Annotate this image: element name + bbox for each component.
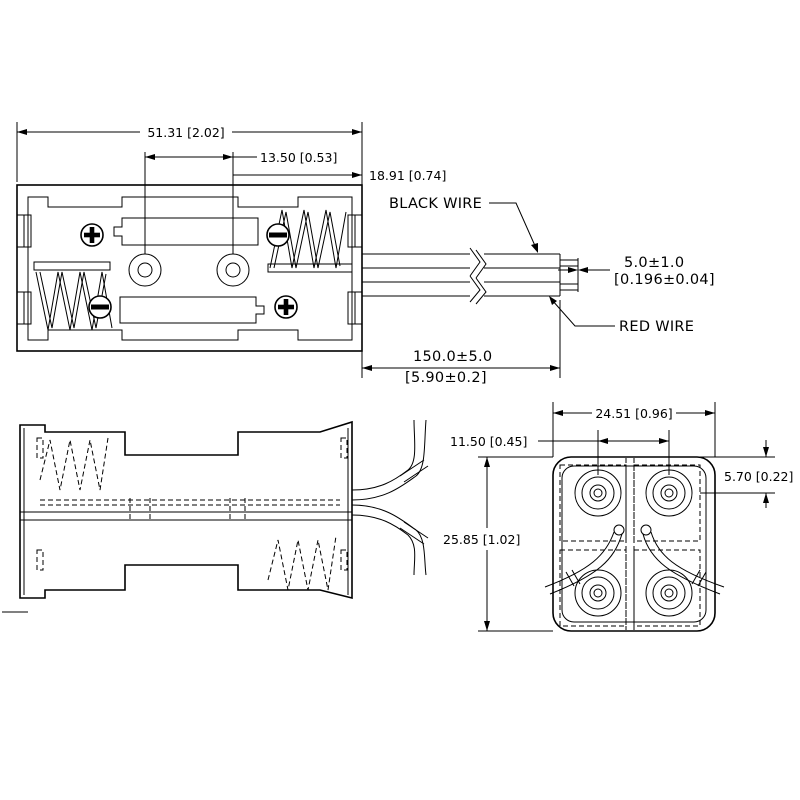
wire-length-dimension: 150.0±5.0 [5.90±0.2] — [361, 300, 561, 386]
black-wire-label: BLACK WIRE — [389, 196, 482, 212]
side-view — [2, 419, 429, 613]
spring-icon — [35, 271, 113, 331]
strip-length-inch: [0.196±0.04] — [614, 272, 715, 288]
spring-icon — [39, 437, 109, 491]
terminal-spacing-dimension: 13.50 [0.53] — [144, 150, 337, 254]
minus-terminal-icon — [266, 223, 290, 247]
side-wire-leads — [351, 419, 429, 576]
wire-length-value: 150.0±5.0 — [413, 349, 492, 365]
wire-length-inch: [5.90±0.2] — [405, 370, 487, 386]
minus-terminal-icon — [88, 295, 112, 319]
overall-height-label: 25.85 [1.02] — [443, 532, 520, 547]
terminal-spacing-label: 13.50 [0.53] — [260, 150, 337, 165]
terminal-offset-dimension: 18.91 [0.74] — [233, 163, 446, 185]
end-wire-leads — [544, 524, 725, 595]
overall-height-dimension: 25.85 [1.02] — [443, 456, 553, 632]
terminal-offset-label: 18.91 [0.74] — [369, 168, 446, 183]
overall-length-label: 51.31 [2.02] — [147, 125, 224, 140]
hole-offset-y-label: 5.70 [0.22] — [724, 469, 793, 484]
hole-offset-x-label: 11.50 [0.45] — [450, 434, 527, 449]
top-view: 51.31 [2.02] 13.50 [0.53] 18.91 [0.74] B… — [16, 122, 715, 386]
overall-width-dimension: 24.51 [0.96] — [552, 402, 716, 457]
overall-length-dimension: 51.31 [2.02] — [16, 122, 363, 182]
black-wire-callout: BLACK WIRE — [389, 196, 538, 253]
red-wire-callout: RED WIRE — [549, 296, 694, 335]
end-view: 24.51 [0.96] 11.50 [0.45] 5.70 [0.22] — [443, 402, 793, 632]
plus-terminal-icon — [274, 295, 298, 319]
wire-leads — [362, 247, 579, 305]
hole-offset-y-dimension: 5.70 [0.22] — [700, 440, 793, 508]
strip-length-dimension: 5.0±1.0 [0.196±0.04] — [558, 255, 715, 288]
red-wire-label: RED WIRE — [619, 319, 694, 335]
plus-terminal-icon — [80, 223, 104, 247]
hole-offset-x-dimension: 11.50 [0.45] — [450, 430, 670, 475]
strip-length-value: 5.0±1.0 — [624, 255, 684, 271]
overall-width-label: 24.51 [0.96] — [595, 406, 672, 421]
spring-icon — [269, 209, 347, 269]
spring-icon — [267, 535, 337, 591]
